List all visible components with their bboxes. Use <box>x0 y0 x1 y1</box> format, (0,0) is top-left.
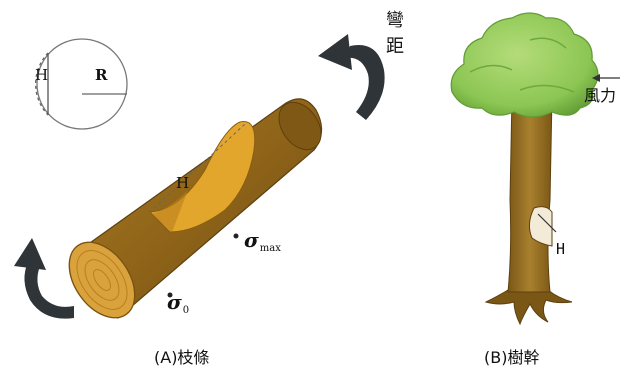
label-h-notch: H <box>176 174 189 192</box>
tree-foliage <box>451 13 598 117</box>
label-h-trunk: H <box>556 240 565 258</box>
tree-trunk <box>508 96 552 292</box>
moment-arrow-top-head <box>318 34 352 70</box>
cross-section-circle <box>37 39 127 129</box>
label-sigma-zero: σ0 <box>167 290 189 316</box>
label-h-circle: H <box>35 66 48 84</box>
sigma-zero-subscript: 0 <box>183 305 189 316</box>
sigma-max-point <box>234 234 239 239</box>
moment-arrow-bottom <box>14 238 74 319</box>
label-moment-line-1: 彎 <box>386 6 404 32</box>
label-r-circle: R <box>95 66 107 84</box>
tree <box>451 13 620 324</box>
branch-log <box>56 94 330 330</box>
moment-arrow-bottom-head <box>14 238 46 270</box>
sigma-max-subscript: max <box>260 243 281 254</box>
moment-arrow-bottom-body <box>24 262 74 319</box>
moment-arrow-top-body <box>346 45 385 120</box>
tree-roots <box>486 290 572 324</box>
label-wind-force: 風力 <box>584 82 616 106</box>
label-moment-line-2: 距 <box>386 32 404 58</box>
sigma-zero-symbol: σ <box>167 290 182 314</box>
label-sigma-max: σmax <box>244 228 281 254</box>
cross-section-diagram <box>36 39 127 129</box>
caption-a-branch: (A)枝條 <box>154 344 209 368</box>
sigma-max-symbol: σ <box>244 228 259 252</box>
moment-arrow-top <box>318 34 385 120</box>
caption-b-trunk: (B)樹幹 <box>484 344 539 368</box>
